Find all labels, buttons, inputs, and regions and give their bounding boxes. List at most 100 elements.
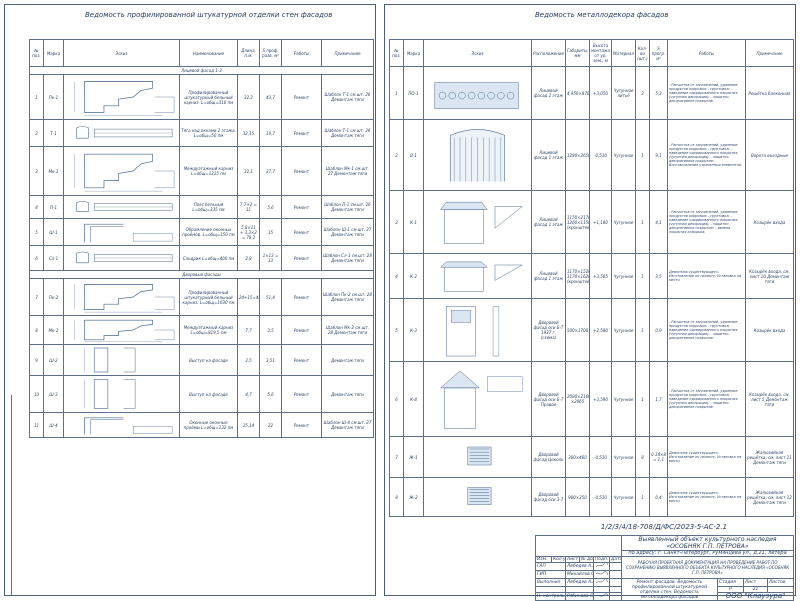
cell-area: 1,7 [649,361,668,437]
metalwork-drawing [425,438,530,477]
cell-length: 32,15 [237,119,260,147]
cell-mark: К-4 [403,361,424,437]
col-mark: Марка [43,39,64,67]
col-material: Материал [611,39,636,67]
cell-mark: К-2 [403,253,424,299]
cell-works: - Расчистка от загрязнений, удаление про… [667,361,746,437]
cell-num: 2 [389,119,404,191]
cell-area: 4,1 [649,190,668,254]
cell-height: +1,180 [589,190,612,254]
cell-length: 32,1 [237,146,260,196]
cell-height: +3,565 [589,253,612,299]
col-dims: Габариты, мм [565,39,590,67]
cell-mark: Ж-1 [403,436,424,478]
section-row: Лицевой фасад 1-3 [29,66,374,75]
cell-area: 5,3 [649,66,668,120]
cell-name: Тяга над окнами 2 этажа. L=общ=50 пм [179,119,238,147]
cell-num: 8 [29,315,44,345]
cell-note: Жалюзийная решётка, см. лист 11 Демонтаж… [745,436,794,478]
role-gip: ГИП [535,570,566,579]
cell-mark: Пк-1 [43,74,64,120]
metalwork-drawing [425,479,530,516]
cell-note: Козырёк входа, см. лист 10 Демонтаж тяги [745,253,794,299]
profile-drawing [65,247,178,270]
role-gap: ГАП [535,562,566,571]
cell-num: 4 [389,253,404,299]
hdr-kol: Кол.уч [551,556,566,563]
table-header-row: № поз. Марка Эскиз Наименование Длина, п… [29,39,374,67]
metalwork-drawing [425,363,530,436]
cell-length: 24+15=48 [237,278,260,316]
cell-num: 2 [29,119,44,147]
name-control: Рябинова О.В. [565,592,594,601]
object-name: Выявленный объект культурного наследия «… [620,535,795,551]
col-qty: Кол-во (шт.) [635,39,650,67]
project-description: РАБОЧАЯ ПРОЕКТНАЯ ДОКУМЕНТАЦИЯ НА ПРОВЕД… [620,556,795,579]
profile-drawing [65,317,178,344]
cell-sketch [63,195,180,219]
profile-drawing [65,76,178,119]
sheet-metal-schedule: Ведомость металлодекора фасадов № поз. М… [384,4,796,601]
cell-area: 0,4 [649,477,668,517]
cell-qty: 1 [635,253,650,299]
cell-sketch [63,344,180,376]
name-gip: Михайлов С.В. [565,570,594,579]
col-area: S проф. разв. м² [259,39,282,67]
metalwork-drawing [425,300,530,361]
cell-works: Ремонт [281,218,322,246]
cell-length: 2,8 [237,245,260,271]
title-block: Выявленный объект культурного наследия «… [535,535,795,601]
cell-name: Междуэтажный карниз L=общ=1225 пм [179,146,238,196]
cell-name: Выступ на фасаде [179,375,238,413]
cell-mark: Мк-2 [43,315,64,345]
cell-works: Ремонт [281,375,322,413]
cell-material: Чугунное [611,436,636,478]
cell-num: 1 [29,74,44,120]
cell-material: Чугунное [611,253,636,299]
cell-note: Шаблон Сл-1 см.шт. 28 Демонтаж тяги [321,245,374,271]
section-label: Дворовые фасады [29,270,374,279]
cell-dims: 500×1700 [565,298,590,362]
cell-dims: 1280×2650 [565,119,590,191]
profile-drawing [65,377,178,412]
cell-area: 5,6 [259,375,282,413]
cell-sketch [423,119,532,191]
cell-place: Лицевой фасад 1 этаж [531,119,566,191]
col-num: № поз. [29,39,44,67]
col-height: Высота монтажа от ур. зем., м [589,39,612,67]
cell-num: 8 [389,477,404,517]
cell-sketch [63,278,180,316]
cell-mark: Пк-2 [43,278,64,316]
cell-num: 3 [389,190,404,254]
profile-drawing [65,148,178,195]
metalwork-drawing [425,255,530,298]
cell-sketch [423,253,532,299]
cell-qty: 1 [635,477,650,517]
cell-area: 0,9 [649,298,668,362]
cell-name: Сандрик L=общ=400 пм [179,245,238,271]
cell-length: 4,7 [237,375,260,413]
cell-works: Ремонт [281,344,322,376]
name-gap: Лебедев А.А. [565,562,594,571]
cell-num: 11 [29,412,44,438]
cell-mark: В-1 [403,119,424,191]
cell-works: Демонтаж существующего. Изготовление по … [667,477,746,517]
hdr-list: Лист [565,556,580,563]
cell-note: Шаблон Т-1 см.шт. 26 Демонтаж тяги [321,74,374,120]
cell-place: Лицевой фасад 1 этаж [531,253,566,299]
signature-3 [593,578,610,587]
cell-note: Шаблон Ш-1 см.шт. 27 Демонтаж тяги [321,218,374,246]
cell-num: 5 [389,298,404,362]
cell-works: Ремонт [281,245,322,271]
metalwork-drawing [425,68,530,119]
cell-sketch [423,436,532,478]
table-header-row: № поз. Марка Эскиз Расположение Габариты… [389,39,794,67]
cell-works: - Расчистка от загрязнений, удаление про… [667,190,746,254]
cell-qty: 3 [635,66,650,120]
